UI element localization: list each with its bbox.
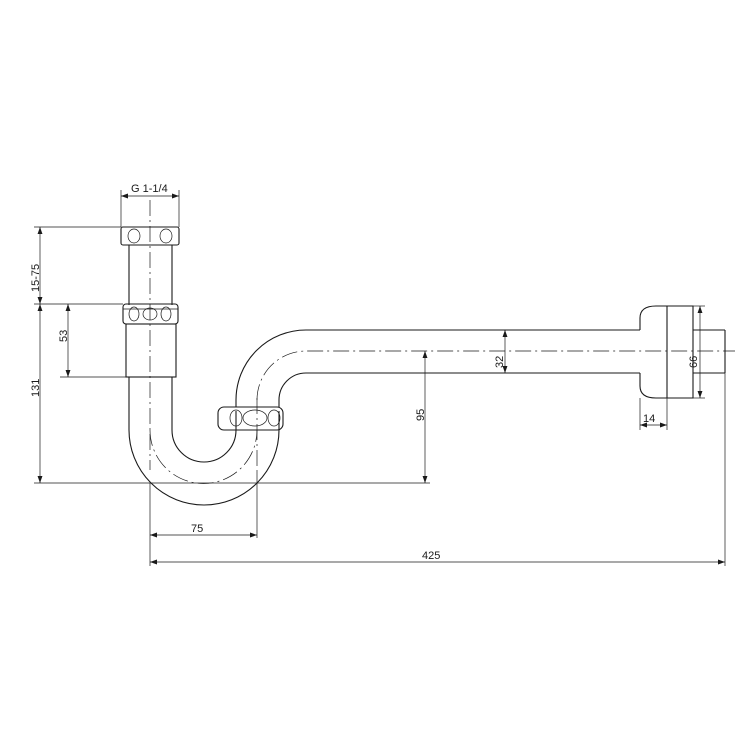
dim-socket-height: 53 xyxy=(58,304,71,377)
svg-text:95: 95 xyxy=(415,409,427,421)
center-lines xyxy=(149,200,735,484)
svg-text:14: 14 xyxy=(643,413,655,425)
dim-thread: G 1-1/4 xyxy=(121,183,179,199)
svg-text:32: 32 xyxy=(494,356,506,368)
dim-total-length: 425 xyxy=(150,550,725,565)
dim-flange-thickness: 14 xyxy=(640,413,667,428)
svg-text:66: 66 xyxy=(688,356,700,368)
dim-total-height: 131 xyxy=(30,304,43,483)
middle-nut xyxy=(217,406,284,431)
svg-text:425: 425 xyxy=(422,550,440,562)
socket-sleeve xyxy=(125,323,177,378)
dim-flange-diameter: 66 xyxy=(688,306,703,398)
extension-lines xyxy=(34,190,726,566)
wall-flange xyxy=(639,305,694,399)
u-bend xyxy=(128,377,280,506)
trap-body xyxy=(120,226,726,506)
svg-text:75: 75 xyxy=(191,523,203,535)
svg-text:53: 53 xyxy=(58,330,70,342)
dim-height-adjust: 15-75 xyxy=(30,227,43,304)
svg-text:G 1-1/4: G 1-1/4 xyxy=(131,183,168,195)
dim-pipe-diameter: 32 xyxy=(494,330,508,373)
svg-text:15-75: 15-75 xyxy=(30,264,42,292)
upper-nut xyxy=(122,303,179,325)
svg-text:131: 131 xyxy=(30,379,42,397)
inlet-tailpiece xyxy=(128,245,173,305)
dim-trap-depth: 95 xyxy=(415,351,428,483)
dim-trap-width: 75 xyxy=(150,523,257,538)
